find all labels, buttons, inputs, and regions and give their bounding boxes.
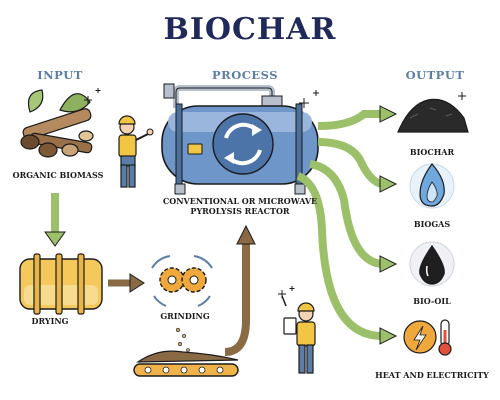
arrow-grinding-to-reactor	[224, 224, 256, 356]
conveyor-icon	[133, 350, 239, 377]
page-title: BIOCHAR	[163, 12, 337, 47]
oil-drop-icon	[409, 241, 455, 287]
recycle-icon	[212, 113, 274, 175]
label-biogas: BIOGAS	[413, 219, 451, 229]
charcoal-pile-icon	[397, 98, 469, 133]
worker-icon	[118, 115, 154, 188]
column-heading-output: OUTPUT	[405, 68, 465, 82]
label-bio-oil: BIO-OIL	[413, 296, 451, 306]
sparkle-icon	[278, 286, 295, 298]
drying-drum-icon	[19, 253, 103, 315]
label-organic-biomass: ORGANIC BIOMASS	[12, 170, 104, 180]
column-heading-process: PROCESS	[212, 68, 278, 82]
label-heat-and-electricity: HEAT AND ELECTRICITY	[375, 370, 489, 380]
biomass-icon	[20, 89, 94, 158]
sparkle-icon	[458, 92, 466, 100]
thermometer-icon	[438, 319, 452, 356]
lightning-icon	[403, 320, 437, 354]
arrow-drying-to-grinding	[108, 273, 145, 293]
gas-flame-icon	[409, 163, 455, 209]
label-grinding: GRINDING	[160, 311, 210, 321]
worker-icon	[281, 295, 316, 374]
sparkle-icon	[84, 88, 101, 104]
output-arrows	[296, 105, 398, 345]
label-drying: DRYING	[31, 316, 69, 326]
column-heading-input: INPUT	[37, 68, 83, 82]
label-reactor-line1: CONVENTIONAL OR MICROWAVE	[162, 196, 318, 206]
label-biochar: BIOCHAR	[409, 147, 455, 157]
label-reactor-line2: PYROLYSIS REACTOR	[190, 206, 290, 216]
gears-icon	[151, 255, 213, 352]
sparkle-icon	[299, 90, 319, 108]
arrow-biomass-to-drying	[44, 193, 66, 247]
